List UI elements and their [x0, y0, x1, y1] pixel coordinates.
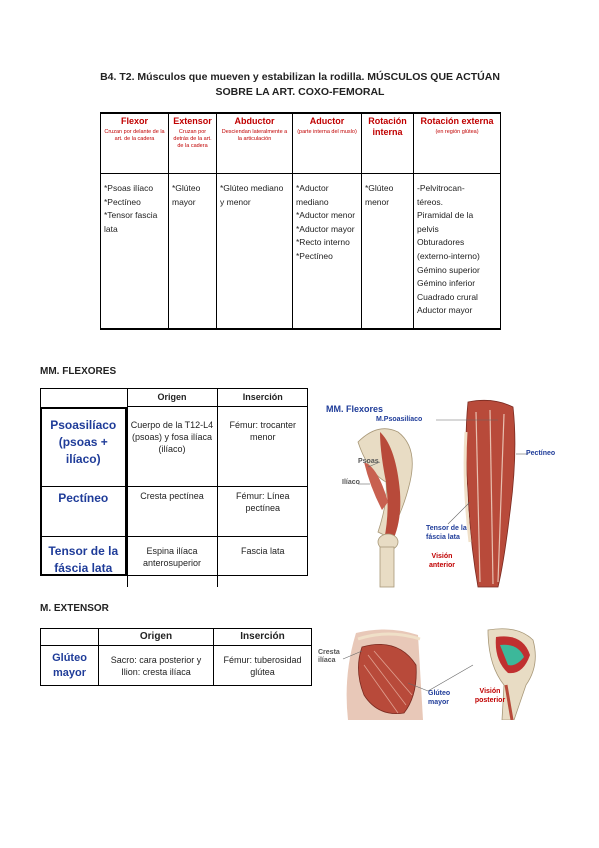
ext-row-insercion-gluteo: Fémur: tuberosidad glútea [213, 645, 312, 686]
flex-row-label-tensor: Tensor de la fáscia lata [48, 544, 119, 575]
cell-aductor: *Aductor mediano *Aductor menor *Aductor… [292, 173, 362, 330]
flex-row-origen-tensor: Espina ilíaca anterosuperior [126, 536, 218, 587]
cell-rotacion-interna: *Glúteo menor [361, 173, 414, 330]
cell-rotacion-externa: -Pelvitrocan- téreos. Piramidal de la pe… [413, 173, 501, 330]
flex-header-blank [40, 388, 127, 407]
fig-label-psoasiliaco: M.Psoasilíaco [376, 416, 423, 423]
ext-header-origen: Origen [98, 628, 214, 646]
flex-row-insercion-tensor: Fascia lata [240, 546, 285, 556]
title-line-1: B4. T2. Músculos que mueven y estabiliza… [100, 71, 500, 83]
flexores-heading: MM. FLEXORES [40, 366, 117, 377]
flexores-figure: MM. Flexores M.Psoasilíaco Psoas Ilíaco … [318, 392, 568, 590]
extensor-figure: Cresta ilíaca Glúteo mayor Visión poster… [318, 625, 548, 721]
ext-header-insercion: Inserción [213, 628, 312, 646]
ext-row-label-gluteo: Glúteo mayor [40, 645, 99, 686]
flex-row-label-psoasiliaco: Psoasilíaco (psoas + ilíaco) [40, 406, 127, 487]
header-aductor: Aductor(parte interna del muslo) [292, 112, 362, 174]
fig-label-vision-anterior: Visión anterior [428, 553, 456, 569]
flex-header-origen: Origen [126, 388, 218, 407]
flex-row-origen-pectineo: Cresta pectínea [126, 486, 218, 537]
fig-flexores-title: MM. Flexores [326, 404, 384, 414]
title-line-2: SOBRE LA ART. COXO-FEMORAL [215, 86, 385, 98]
fig-label-pectineo: Pectíneo [526, 450, 556, 457]
page-title: B4. T2. Músculos que mueven y estabiliza… [95, 70, 505, 100]
extensor-anatomy-image [342, 628, 536, 721]
flexores-table: Origen Inserción Psoasilíaco (psoas + il… [40, 388, 308, 587]
cell-abductor: *Glúteo mediano y menor [216, 173, 293, 330]
fig-label-cresta: Cresta ilíaca [318, 649, 340, 664]
flex-header-insercion: Inserción [217, 388, 308, 407]
fig-label-psoas: Psoas [358, 458, 379, 465]
ext-row-origen-gluteo: Sacro: cara posterior y Ilion: cresta il… [98, 645, 214, 686]
flexores-anatomy-image [357, 399, 528, 588]
fig-label-iliaco: Ilíaco [342, 479, 360, 486]
flex-row-insercion-pectineo: Fémur: Línea pectínea [217, 486, 308, 537]
flex-row-label-pectineo: Pectíneo [40, 486, 127, 537]
fig-label-tensor: Tensor de la fáscia lata [426, 525, 467, 541]
fig-label-vision-posterior: Visión posterior [474, 688, 506, 704]
flex-row-origen-psoasiliaco: Cuerpo de la T12-L4 (psoas) y fosa ilíac… [126, 406, 218, 487]
ext-header-blank [40, 628, 99, 646]
header-rotacion-interna: Rotación interna [361, 112, 414, 174]
flex-row-insercion-psoasiliaco: Fémur: trocanter menor [217, 406, 308, 487]
extensor-table: Origen Inserción Glúteo mayor Sacro: car… [40, 628, 312, 686]
extensor-heading: M. EXTENSOR [40, 603, 109, 614]
header-rotacion-externa: Rotación externa(en región glútea) [413, 112, 501, 174]
cell-flexor: *Psoas ilíaco *Pectíneo *Tensor fascia l… [100, 173, 169, 330]
cell-extensor: *Glúteo mayor [168, 173, 217, 330]
fig-label-gluteo: Glúteo mayor [428, 690, 451, 706]
